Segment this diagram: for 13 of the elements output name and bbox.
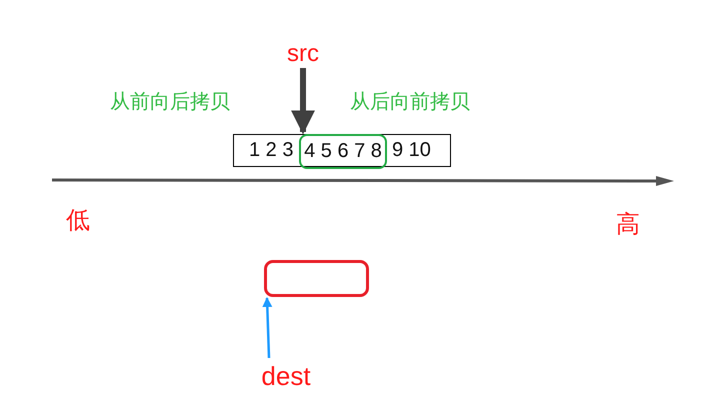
array-box bbox=[233, 134, 451, 167]
pointer-label: dest bbox=[256, 360, 316, 392]
arrow bbox=[262, 297, 272, 358]
array-values: 1 2 3 bbox=[249, 139, 294, 162]
array-values: 9 10 bbox=[392, 139, 431, 162]
target-box bbox=[264, 260, 369, 297]
axis-label: 低 bbox=[66, 206, 90, 236]
pointer-label: src bbox=[283, 40, 323, 68]
copy-direction-label: 从前向后拷贝 bbox=[110, 90, 230, 115]
axis-label: 高 bbox=[616, 210, 640, 240]
arrow bbox=[291, 68, 315, 134]
highlight-box: 4 5 6 7 8 bbox=[299, 134, 387, 169]
copy-direction-label: 从后向前拷贝 bbox=[350, 90, 470, 115]
